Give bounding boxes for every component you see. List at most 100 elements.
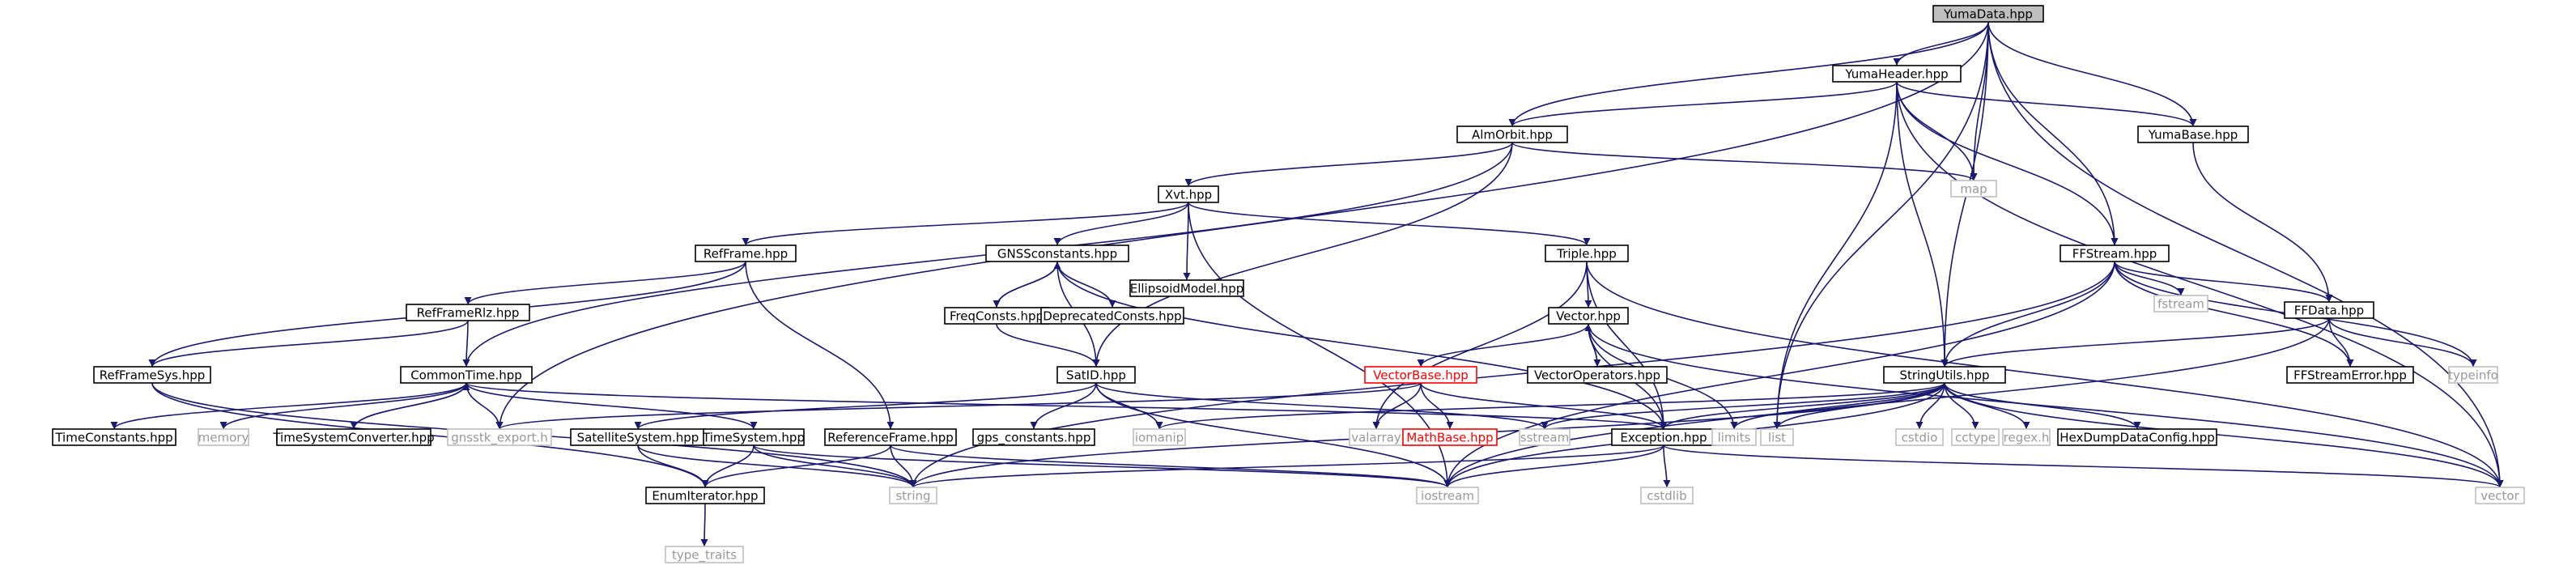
node-label: TimeConstants.hpp xyxy=(54,431,172,445)
node-type-traits[interactable]: type_traits xyxy=(665,546,744,563)
node-label: map xyxy=(1960,182,1987,197)
node-map[interactable]: map xyxy=(1950,180,1997,198)
node-label: YumaData.hpp xyxy=(1943,7,2033,22)
node-commontime[interactable]: CommonTime.hpp xyxy=(400,366,533,384)
node-vectoroperators[interactable]: VectorOperators.hpp xyxy=(1527,366,1668,384)
node-memory[interactable]: memory xyxy=(198,428,249,446)
node-box xyxy=(1545,244,1629,262)
node-gnssconstants[interactable]: GNSSconstants.hpp xyxy=(985,244,1129,262)
node-triple[interactable]: Triple.hpp xyxy=(1545,244,1629,262)
node-box xyxy=(276,428,431,446)
node-label: iostream xyxy=(1421,489,1474,504)
node-label: HexDumpDataConfig.hpp xyxy=(2060,431,2215,445)
node-cstdlib[interactable]: cstdlib xyxy=(1640,487,1694,504)
node-label: list xyxy=(1768,431,1786,445)
node-valarray[interactable]: valarray xyxy=(1349,428,1404,446)
node-cstdio[interactable]: cstdio xyxy=(1895,428,1944,446)
node-box xyxy=(665,546,744,563)
node-almorbit[interactable]: AlmOrbit.hpp xyxy=(1456,125,1568,143)
node-box xyxy=(2137,125,2249,143)
node-limits[interactable]: limits xyxy=(1711,428,1757,446)
node-yumabase[interactable]: YumaBase.hpp xyxy=(2137,125,2249,143)
edge-timesystem-to-string xyxy=(753,444,917,488)
node-box xyxy=(2057,428,2217,446)
node-box xyxy=(52,428,176,446)
edge-stringutils-to-hexdumpdataconfig xyxy=(1944,382,2141,430)
node-cctype[interactable]: cctype xyxy=(1951,428,2000,446)
edge-stringutils-to-exception xyxy=(1660,382,1945,430)
node-gnsstk-export[interactable]: gnsstk_export.h xyxy=(447,428,552,446)
node-string[interactable]: string xyxy=(889,487,937,504)
node-box xyxy=(198,428,249,446)
node-yumadata[interactable]: YumaData.hpp xyxy=(1932,5,2044,23)
node-refframe[interactable]: RefFrame.hpp xyxy=(695,244,797,262)
node-satid[interactable]: SatID.hpp xyxy=(1056,366,1136,384)
node-gps-constants[interactable]: gps_constants.hpp xyxy=(972,428,1095,446)
edge-ffdata-to-ffstreamerror xyxy=(2328,317,2354,368)
node-timesystem[interactable]: TimeSystem.hpp xyxy=(702,428,805,446)
node-ffstreamerror[interactable]: FFStreamError.hpp xyxy=(2286,366,2414,384)
node-box xyxy=(972,428,1095,446)
node-exception[interactable]: Exception.hpp xyxy=(1611,428,1716,446)
node-label: TimeSystem.hpp xyxy=(702,431,805,445)
node-ffdata[interactable]: FFData.hpp xyxy=(2284,301,2374,319)
node-label: memory xyxy=(198,431,249,445)
edge-stringutils-to-cstdio xyxy=(1915,382,1945,430)
node-label: gps_constants.hpp xyxy=(977,431,1091,446)
node-regexh[interactable]: regex.h xyxy=(2002,428,2051,446)
node-vectorbase[interactable]: VectorBase.hpp xyxy=(1364,366,1477,384)
node-freqconsts[interactable]: FreqConsts.hpp xyxy=(944,307,1049,325)
node-enumiterator[interactable]: EnumIterator.hpp xyxy=(645,487,765,504)
node-satellitesystem[interactable]: SatelliteSystem.hpp xyxy=(570,428,706,446)
node-vector[interactable]: vector xyxy=(2475,487,2525,504)
node-label: SatID.hpp xyxy=(1066,368,1126,383)
node-box xyxy=(695,244,797,262)
node-box xyxy=(824,428,957,446)
node-mathbase[interactable]: MathBase.hpp xyxy=(1402,428,1498,446)
edge-yumadata-to-almorbit xyxy=(1508,21,1989,127)
edge-exception-to-string xyxy=(909,444,1664,488)
node-timeconstants[interactable]: TimeConstants.hpp xyxy=(52,428,176,446)
edge-exception-to-cstdlib xyxy=(1663,444,1671,488)
node-hexdumpdataconfig[interactable]: HexDumpDataConfig.hpp xyxy=(2057,428,2217,446)
node-typeinfo[interactable]: typeinfo xyxy=(2448,366,2498,384)
node-xvt[interactable]: Xvt.hpp xyxy=(1158,185,1219,203)
edge-commontime-to-memory xyxy=(219,382,467,430)
node-label: SatelliteSystem.hpp xyxy=(577,431,699,445)
node-ffstream[interactable]: FFStream.hpp xyxy=(2060,244,2170,262)
edge-vectorbase-to-valarray xyxy=(1372,382,1422,430)
node-iomanip[interactable]: iomanip xyxy=(1133,428,1186,446)
node-box xyxy=(1402,428,1498,446)
node-label: regex.h xyxy=(2004,431,2050,445)
edge-triple-to-valarray xyxy=(1372,261,1588,430)
node-label: cstdio xyxy=(1902,431,1938,445)
node-label: Vector.hpp xyxy=(1556,309,1621,324)
node-vector[interactable]: Vector.hpp xyxy=(1548,307,1629,325)
edge-ffdata-to-stringutils xyxy=(1941,317,2330,368)
edge-stringutils-to-iomanip xyxy=(1155,382,1945,430)
node-iostream[interactable]: iostream xyxy=(1416,487,1479,504)
node-label: sstream xyxy=(1520,431,1569,445)
node-deprecatedconsts[interactable]: DeprecatedConsts.hpp xyxy=(1040,307,1184,325)
node-timesystemconverter[interactable]: TimeSystemConverter.hpp xyxy=(272,428,435,446)
node-box xyxy=(1129,279,1244,297)
edge-commontime-to-timesystem xyxy=(465,382,758,430)
node-list[interactable]: list xyxy=(1760,428,1794,446)
node-label: YumaHeader.hpp xyxy=(1844,67,1948,82)
node-refframesys[interactable]: RefFrameSys.hpp xyxy=(93,366,211,384)
edge-freqconsts-to-satid xyxy=(996,323,1100,368)
edge-vectorbase-to-mathbase xyxy=(1420,382,1454,430)
node-refframerlz[interactable]: RefFrameRlz.hpp xyxy=(406,304,530,321)
node-yumaheader[interactable]: YumaHeader.hpp xyxy=(1832,65,1962,83)
node-sstream[interactable]: sstream xyxy=(1519,428,1571,446)
node-referenceframe[interactable]: ReferenceFrame.hpp xyxy=(824,428,957,446)
node-label: Triple.hpp xyxy=(1556,247,1617,261)
node-fstream[interactable]: fstream xyxy=(2153,295,2208,313)
node-stringutils[interactable]: StringUtils.hpp xyxy=(1883,366,2006,384)
node-box xyxy=(2448,366,2498,384)
node-box xyxy=(93,366,211,384)
node-ellipsoidmodel[interactable]: EllipsoidModel.hpp xyxy=(1129,279,1244,297)
node-box xyxy=(1364,366,1477,384)
